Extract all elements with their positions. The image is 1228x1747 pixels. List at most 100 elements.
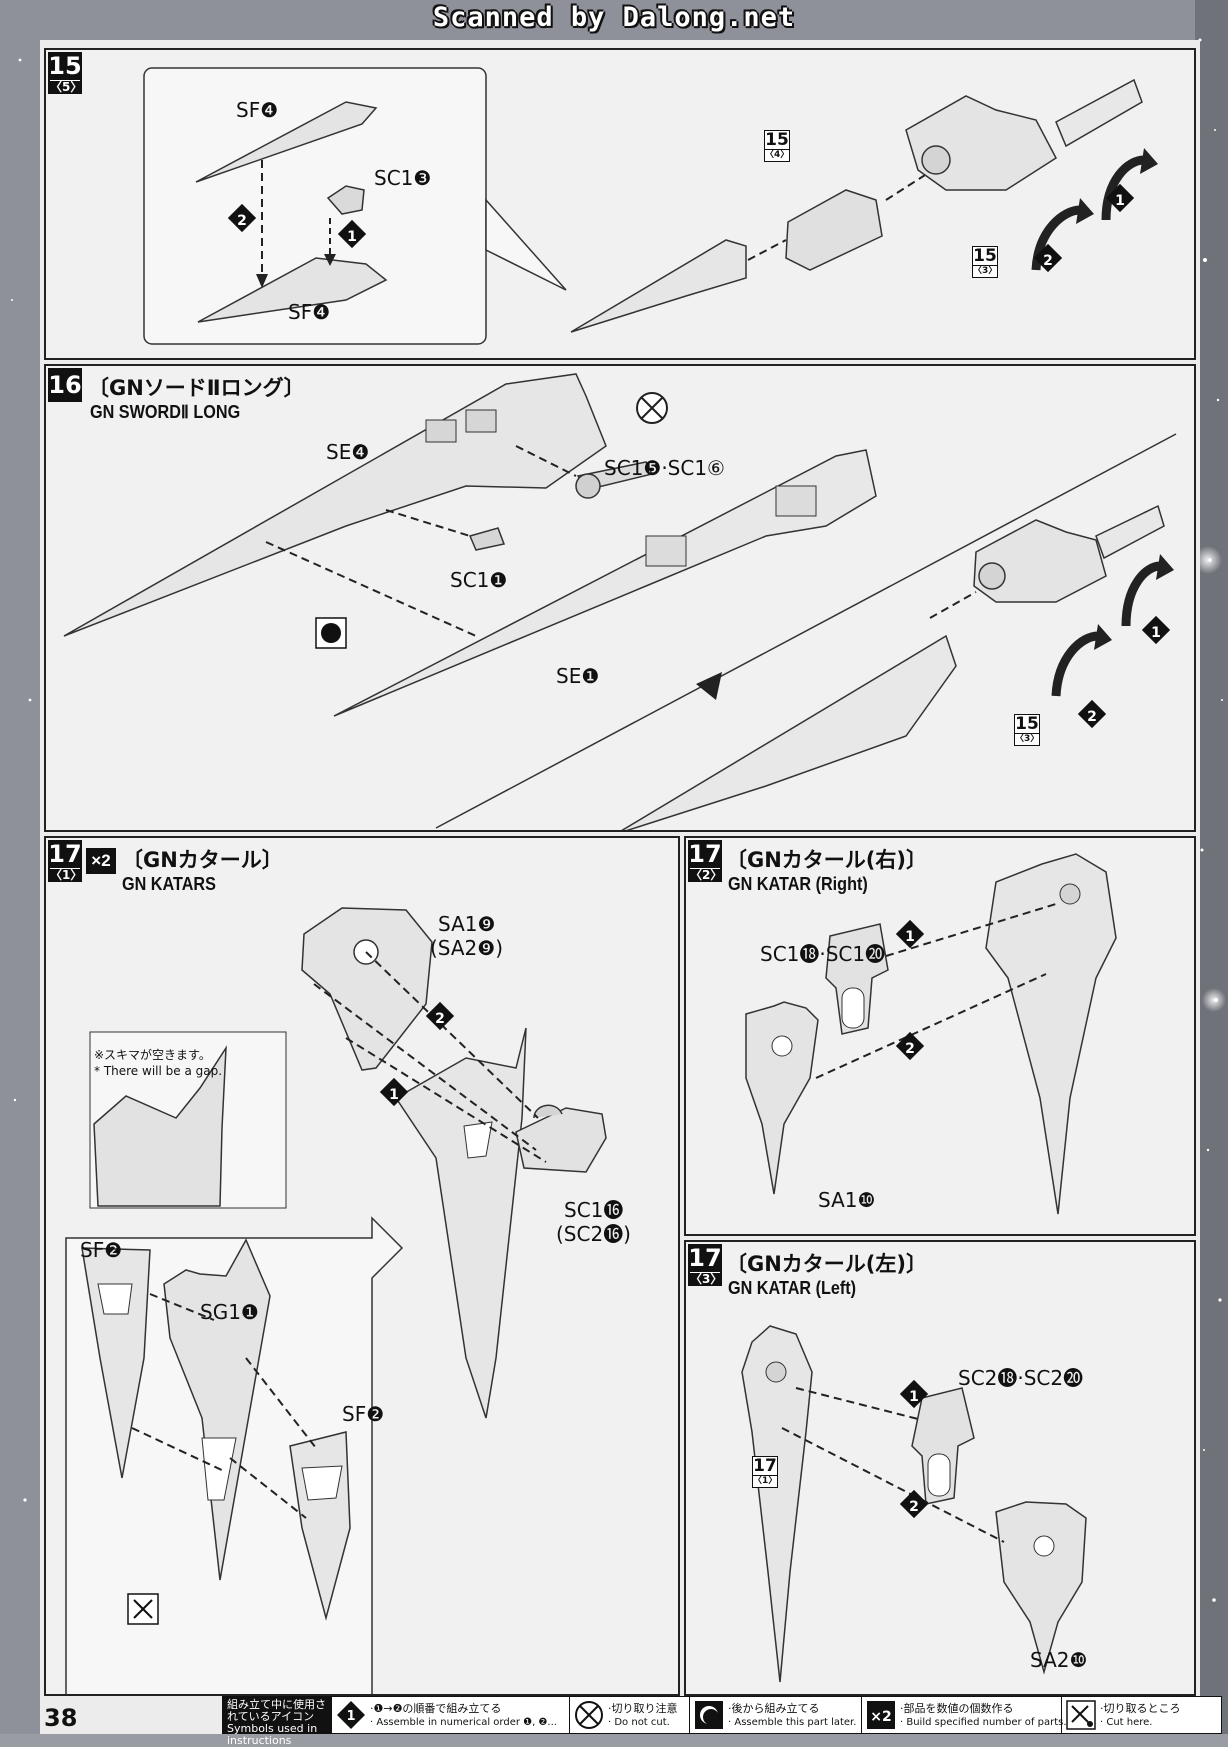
svg-text:2: 2 [1087,709,1097,725]
step-17-3-illustration: 1 2 [741,1325,1087,1683]
legend-text-en: · Do not cut. [608,1717,670,1728]
step-reference-badge: 15 〈4〉 [764,130,790,162]
ref-number: 15 [1015,714,1039,734]
legend-item: ×2 ·部品を数値の個数作る · Build specified number … [861,1697,1067,1733]
legend-text-en: · Build specified number of parts. [900,1717,1067,1728]
step-number-badge: 17 〈2〉 [688,840,722,882]
part-label-sc2-18-20: SC2⓲·SC2⓴ [958,1366,1084,1390]
step-16-panel: 16 〔GNソードⅡロング〕 GN SWORDⅡ LONG [44,364,1196,832]
step-number-badge: 17 〈1〉 [48,840,82,882]
step-substep: 〈1〉 [50,868,83,882]
part-label-sa1-10: SA1❿ [818,1188,876,1212]
legend-text-en: · Cut here. [1100,1717,1153,1728]
ref-number: 15 [765,130,789,150]
ref-number: 17 [753,1456,777,1476]
part-label-sa2-10: SA2❿ [1030,1648,1088,1672]
step-15-illustration: 2 1 1 2 [143,67,1158,345]
part-label-sf4-bottom: SF❹ [288,300,331,324]
part-label-se4: SE❹ [326,440,370,464]
legend-text-en: · Assemble in numerical order ❶, ❷... [370,1717,557,1728]
part-label-sc1-1: SC1❶ [450,568,508,592]
step-17-1-illustration: 2 1 [65,907,607,1694]
legend-item: ·切り取るところ · Cut here. [1061,1697,1221,1733]
legend-text-jp: ·切り取るところ [1100,1702,1181,1715]
svg-text:×2: ×2 [870,1709,891,1725]
step-number: 15 [48,52,82,80]
step-title-jp: 〔GNカタール(右)〕 [726,848,928,872]
cut-here-icon [1066,1700,1096,1730]
svg-text:1: 1 [905,929,915,945]
step-17-2-illustration: 1 2 [745,853,1117,1215]
step-title-jp: 〔GNソードⅡロング〕 [88,376,305,400]
part-label-sa2-9: (SA2❾) [430,936,504,960]
quantity-icon: ×2 [867,1701,895,1729]
step-number: 16 [48,371,82,399]
part-label-se1: SE❶ [556,664,600,688]
step-number: 17 [688,1244,722,1272]
svg-text:2: 2 [435,1011,445,1027]
quantity-badge: ×2 [86,848,116,874]
step-number-badge: 15 〈5〉 [48,52,82,94]
legend-text-jp: ·❶→❷の順番で組み立てる [370,1702,502,1715]
part-label-sa1-9: SA1❾ [438,912,496,936]
svg-text:1: 1 [389,1087,399,1103]
step-reference-badge: 15 〈3〉 [972,246,998,278]
step-substep: 〈5〉 [50,80,83,94]
numbered-order-icon: 1 [337,1701,365,1729]
svg-text:2: 2 [237,213,247,229]
part-label-sc1-16: SC1⓰ [564,1198,624,1222]
ref-sub: 〈4〉 [765,149,790,160]
part-label-sc1-3: SC1❸ [374,166,432,190]
step-16-illustration: 1 2 [63,373,1177,830]
legend-item: 1 ·❶→❷の順番で組み立てる · Assemble in numerical … [331,1697,569,1733]
legend-text-jp: ·部品を数値の個数作る [900,1702,1014,1715]
svg-text:1: 1 [1115,193,1125,209]
part-label-sc1-18-20: SC1⓲·SC1⓴ [760,942,886,966]
step-title-en: GN KATAR (Right) [728,874,868,894]
page-number: 38 [44,1704,78,1732]
step-17-1-panel: 17 〈1〉 ×2 〔GNカタール〕 GN KATARS 2 1 [44,836,680,1696]
step-substep: 〈2〉 [690,868,723,882]
step-title-en: GN KATARS [122,874,216,894]
step-substep: 〈3〉 [690,1272,723,1286]
legend-item: ·後から組み立てる · Assemble this part later. [689,1697,861,1733]
step-number: 17 [688,840,722,868]
part-label-sg1-1: SG1❶ [200,1300,259,1324]
assemble-later-icon [695,1701,723,1729]
svg-text:2: 2 [905,1041,915,1057]
ref-number: 15 [973,246,997,266]
step-reference-badge: 15 〈3〉 [1014,714,1040,746]
svg-text:1: 1 [1151,625,1161,641]
legend-text-jp: ·切り取り注意 [608,1702,678,1715]
svg-text:2: 2 [1043,253,1053,269]
svg-text:1: 1 [347,229,357,245]
part-label-sf2-right: SF❷ [342,1402,385,1426]
gap-note-en: * There will be a gap. [94,1064,223,1078]
legend-text-jp: ·後から組み立てる [728,1702,820,1715]
svg-text:1: 1 [346,1709,355,1724]
part-label-sc1-5-6: SC1❺·SC1⑥ [604,456,725,480]
icon-legend: 組み立て中に使用されているアイコン Symbols used in instru… [222,1696,1222,1747]
scan-watermark: Scanned by Dalong.net [432,2,796,33]
step-title-en: GN KATAR (Left) [728,1278,857,1298]
no-cut-icon [575,1701,603,1729]
gap-note-jp: ※スキマが空きます。 [94,1048,211,1062]
part-label-sf4-top: SF❹ [236,98,279,122]
legend-item: ·切り取り注意 · Do not cut. [569,1697,689,1733]
part-label-sf2-left: SF❷ [80,1238,123,1262]
step-title-jp: 〔GNカタール〕 [122,848,283,872]
ref-sub: 〈3〉 [973,265,998,276]
step-title-jp: 〔GNカタール(左)〕 [726,1252,928,1276]
part-label-sc2-16: (SC2⓰) [556,1222,631,1246]
step-title-en: GN SWORDⅡ LONG [90,402,241,422]
svg-text:1: 1 [909,1389,919,1405]
step-number-badge: 16 [48,368,82,402]
ref-sub: 〈1〉 [753,1475,778,1486]
step-number: 17 [48,840,82,868]
step-15-panel: 15 〈5〉 2 1 1 [44,48,1196,360]
step-17-2-panel: 17 〈2〉 〔GNカタール(右)〕 GN KATAR (Right) 1 2 … [684,836,1196,1236]
step-reference-badge: 17 〈1〉 [752,1456,778,1488]
step-number-badge: 17 〈3〉 [688,1244,722,1286]
step-17-3-panel: 17 〈3〉 〔GNカタール(左)〕 GN KATAR (Left) 1 2 S… [684,1240,1196,1696]
legend-header: 組み立て中に使用されているアイコン Symbols used in instru… [223,1697,331,1747]
